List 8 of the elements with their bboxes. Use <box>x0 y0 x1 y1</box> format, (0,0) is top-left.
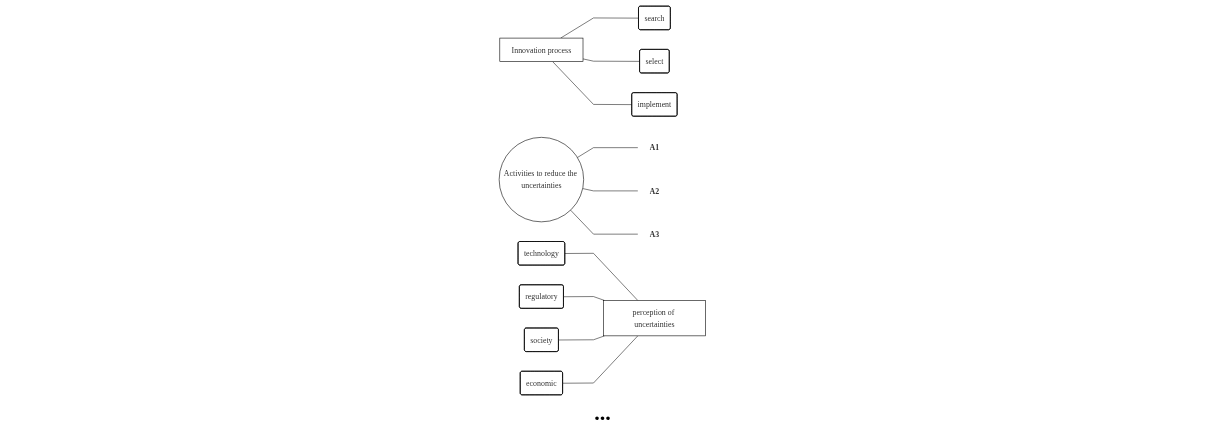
connector <box>563 295 605 301</box>
connector <box>560 17 640 38</box>
connector <box>582 58 641 62</box>
connector <box>552 60 633 105</box>
connector <box>562 335 639 383</box>
connector <box>564 252 639 301</box>
connector <box>558 335 605 340</box>
ellipsis-note: ... <box>594 400 611 425</box>
